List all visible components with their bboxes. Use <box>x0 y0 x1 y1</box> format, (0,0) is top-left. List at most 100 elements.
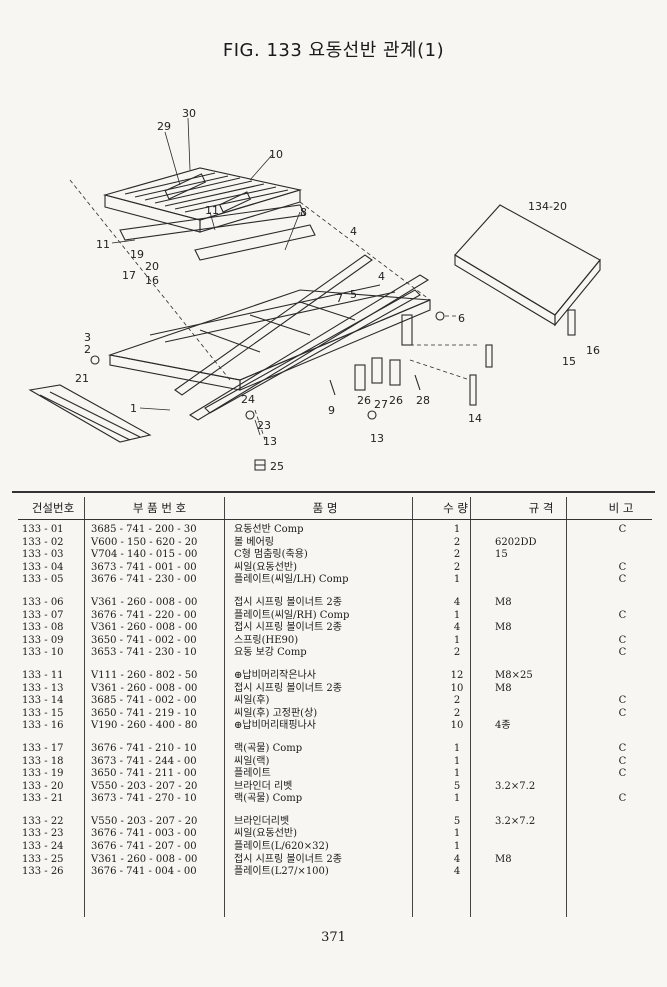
row-construction-no: 133 - 18 <box>22 755 64 767</box>
row-note: C <box>618 647 627 659</box>
row-note: C <box>618 561 627 573</box>
callout: 3 <box>84 331 91 344</box>
row-construction-no: 133 - 04 <box>22 561 64 573</box>
callout: 20 <box>145 260 159 273</box>
group-spacer <box>18 806 652 816</box>
row-part-number: V600 - 150 - 620 - 20 <box>91 536 198 548</box>
row-note <box>590 549 652 562</box>
row-spec: M8 <box>495 853 512 865</box>
row-note <box>590 670 652 683</box>
callout: 26 <box>389 394 403 407</box>
row-construction-no: 133 - 02 <box>22 536 64 548</box>
row-note: C <box>618 793 627 805</box>
row-part-number: 3650 - 741 - 211 - 00 <box>91 768 197 780</box>
callout: 23 <box>257 419 271 432</box>
row-part-name: 씨일(요동선반) <box>234 561 298 573</box>
row-note: C <box>618 574 627 586</box>
row-part-name: C형 멈춤링(축용) <box>234 549 308 561</box>
row-spec <box>492 708 590 721</box>
row-spec: 15 <box>495 549 508 561</box>
row-part-number: 3676 - 741 - 207 - 00 <box>91 841 197 853</box>
row-note <box>590 597 652 610</box>
row-note <box>590 781 652 794</box>
row-spec <box>492 768 590 781</box>
row-part-number: 3650 - 741 - 002 - 00 <box>91 634 197 646</box>
row-part-number: V190 - 260 - 400 - 80 <box>91 720 198 732</box>
row-part-number: V550 - 203 - 207 - 20 <box>91 815 198 827</box>
callout: 7 <box>336 292 343 305</box>
callout: 8 <box>300 206 307 219</box>
row-part-number: 3676 - 741 - 003 - 00 <box>91 828 197 840</box>
group-spacer <box>18 587 652 597</box>
row-spec <box>492 635 590 648</box>
row-part-number: 3650 - 741 - 219 - 10 <box>91 707 197 719</box>
exploded-parts-diagram: 29 30 10 11 8 11 19 20 17 16 3 2 21 1 7 … <box>0 90 667 485</box>
row-part-name: 플레이트(L27/×100) <box>234 866 329 878</box>
row-part-name: 브라인더 리벳 <box>234 780 293 792</box>
row-quantity: 1 <box>453 828 461 840</box>
row-quantity: 1 <box>453 574 461 586</box>
header-part-name: 품 명 <box>231 497 419 520</box>
row-note: C <box>618 695 627 707</box>
row-construction-no: 133 - 10 <box>22 647 64 659</box>
row-quantity: 1 <box>453 755 461 767</box>
row-note <box>590 683 652 696</box>
row-construction-no: 133 - 22 <box>22 815 64 827</box>
row-spec: 6202DD <box>495 536 537 548</box>
row-note: C <box>618 609 627 621</box>
row-note <box>590 841 652 854</box>
row-part-number: V111 - 260 - 802 - 50 <box>91 669 198 681</box>
callout: 24 <box>241 393 255 406</box>
row-part-number: 3673 - 741 - 001 - 00 <box>91 561 197 573</box>
row-part-number: V550 - 203 - 207 - 20 <box>91 780 198 792</box>
row-note: C <box>618 768 627 780</box>
row-part-name: 플레이트(씨일/LH) Comp <box>234 574 349 586</box>
row-spec <box>492 793 590 806</box>
callout: 14 <box>468 412 482 425</box>
row-part-name: 랙(곡물) Comp <box>234 793 303 805</box>
row-note <box>590 828 652 841</box>
row-part-number: 3676 - 741 - 220 - 00 <box>91 609 197 621</box>
row-quantity: 2 <box>453 707 461 719</box>
header-spec: 규 격 <box>492 497 590 520</box>
row-part-name: ⊕납비머리태핑나사 <box>234 720 316 732</box>
row-part-name: 브라인더리벳 <box>234 815 290 827</box>
row-part-name: 씨일(후) <box>234 695 270 707</box>
row-construction-no: 133 - 08 <box>22 622 64 634</box>
row-part-number: V361 - 260 - 008 - 00 <box>91 622 198 634</box>
row-part-number: V361 - 260 - 008 - 00 <box>91 682 198 694</box>
row-quantity: 1 <box>453 793 461 805</box>
row-quantity: 10 <box>450 720 464 732</box>
row-quantity: 1 <box>453 609 461 621</box>
diagram-svg: 29 30 10 11 8 11 19 20 17 16 3 2 21 1 7 … <box>28 107 601 473</box>
row-part-number: 3673 - 741 - 270 - 10 <box>91 793 197 805</box>
row-part-name: 요동 보강 Comp <box>234 647 307 659</box>
callout: 19 <box>130 248 144 261</box>
row-spec: M8×25 <box>495 669 533 681</box>
row-construction-no: 133 - 01 <box>22 524 64 535</box>
row-construction-no: 133 - 13 <box>22 682 64 694</box>
row-construction-no: 133 - 23 <box>22 828 64 840</box>
row-spec <box>492 866 590 879</box>
row-quantity: 1 <box>453 742 461 754</box>
callout: 27 <box>374 398 388 411</box>
row-construction-no: 133 - 15 <box>22 707 64 719</box>
row-construction-no: 133 - 17 <box>22 742 64 754</box>
header-part-number: 부 품 번 호 <box>88 497 231 520</box>
row-note <box>590 720 652 733</box>
column-divider <box>224 497 225 917</box>
callout: 30 <box>182 107 196 120</box>
row-spec: M8 <box>495 682 512 694</box>
